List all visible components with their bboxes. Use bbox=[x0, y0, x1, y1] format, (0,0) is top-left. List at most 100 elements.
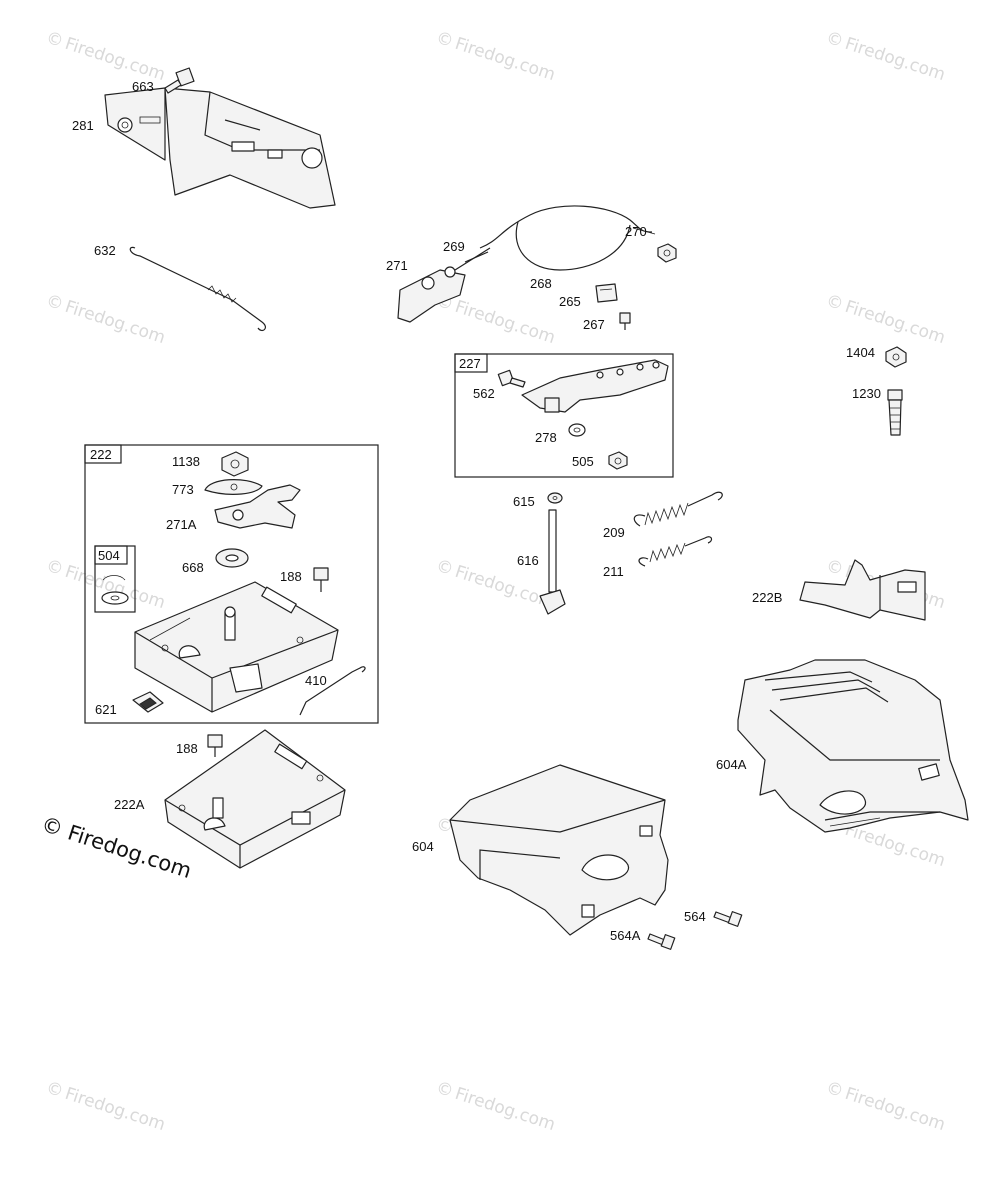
group-box-504-tag bbox=[94, 545, 128, 565]
part-564-screw bbox=[713, 911, 743, 927]
callout-668: 668 bbox=[182, 560, 204, 575]
watermark-copyright-icon: © bbox=[43, 556, 65, 580]
part-265-clip bbox=[595, 283, 618, 303]
callout-211: 211 bbox=[603, 564, 624, 579]
part-410-link bbox=[299, 666, 366, 716]
callout-1230: 1230 bbox=[852, 386, 881, 401]
watermark-text: Firedog.com bbox=[842, 297, 947, 348]
watermark-copyright-icon: © bbox=[823, 28, 845, 52]
part-188-screw-b bbox=[207, 734, 223, 757]
callout-604: 604 bbox=[412, 839, 434, 854]
callout-188-b: 188 bbox=[176, 741, 198, 756]
part-562-bolt bbox=[497, 369, 526, 388]
watermark-copyright-icon: © bbox=[433, 28, 455, 52]
callout-632: 632 bbox=[94, 243, 116, 258]
callout-564A: 564A bbox=[610, 928, 641, 943]
group-box-227-tag bbox=[454, 353, 488, 373]
callout-281: 281 bbox=[72, 118, 94, 133]
watermark-text: Firedog.com bbox=[452, 1084, 557, 1135]
callout-604A: 604A bbox=[716, 757, 747, 772]
part-616-shaft bbox=[539, 509, 566, 615]
watermark-text: Firedog.com bbox=[62, 297, 167, 348]
part-632-rod-spring bbox=[129, 246, 266, 332]
part-621-clip bbox=[132, 691, 164, 713]
watermark-copyright-icon: © bbox=[43, 28, 65, 52]
watermark-text: Firedog.com bbox=[452, 297, 557, 348]
callout-labels: 663 281 632 269 271 268 270 265 267 227 … bbox=[72, 79, 881, 943]
callout-616: 616 bbox=[517, 553, 539, 568]
callout-410: 410 bbox=[305, 673, 327, 688]
watermark-text: Firedog.com bbox=[452, 34, 557, 85]
watermark-copyright-icon: © bbox=[823, 291, 845, 315]
part-267-screw bbox=[619, 312, 631, 330]
group-box-227 bbox=[454, 353, 674, 478]
part-663-bolt bbox=[164, 67, 195, 94]
callout-271A: 271A bbox=[166, 517, 197, 532]
watermark-text: Firedog.com bbox=[842, 34, 947, 85]
watermark-text: Firedog.com bbox=[452, 562, 557, 613]
callout-663: 663 bbox=[132, 79, 154, 94]
callout-1404: 1404 bbox=[846, 345, 875, 360]
part-268-cable bbox=[479, 205, 656, 271]
callout-222B: 222B bbox=[752, 590, 782, 605]
callout-222A: 222A bbox=[114, 797, 145, 812]
callout-621: 621 bbox=[95, 702, 117, 717]
box-label-504: 504 bbox=[98, 548, 120, 563]
box-label-227: 227 bbox=[459, 356, 481, 371]
part-1404-nut bbox=[885, 346, 907, 368]
part-504-items bbox=[101, 575, 129, 605]
callout-1138: 1138 bbox=[172, 454, 200, 469]
watermark-copyright-icon: © bbox=[823, 556, 845, 580]
part-222B-bracket bbox=[799, 559, 926, 621]
callout-268: 268 bbox=[530, 276, 552, 291]
watermark-copyright-icon: © bbox=[433, 556, 455, 580]
part-505-nut bbox=[608, 451, 628, 470]
callout-209: 209 bbox=[603, 525, 625, 540]
part-564A-screw bbox=[647, 933, 676, 950]
part-222A-plate bbox=[164, 729, 346, 869]
callout-564: 564 bbox=[684, 909, 706, 924]
group-box-222 bbox=[84, 444, 379, 724]
part-615-washer bbox=[547, 492, 563, 504]
part-188-screw-a bbox=[313, 567, 329, 592]
part-269-cable-end bbox=[454, 247, 491, 271]
part-278-washer bbox=[568, 423, 586, 437]
watermark-copyright-icon: © bbox=[43, 291, 65, 315]
part-271-lever bbox=[397, 266, 466, 323]
callout-188-a: 188 bbox=[280, 569, 302, 584]
callout-265: 265 bbox=[559, 294, 581, 309]
callout-615: 615 bbox=[513, 494, 535, 509]
callout-562: 562 bbox=[473, 386, 495, 401]
watermark-copyright-icon: © bbox=[43, 1078, 65, 1102]
callout-773: 773 bbox=[172, 482, 194, 497]
part-271A-lever bbox=[214, 484, 301, 529]
callout-267: 267 bbox=[583, 317, 605, 332]
part-604A-shroud bbox=[737, 659, 969, 833]
part-209-spring bbox=[633, 491, 723, 527]
callout-270: 270 bbox=[625, 224, 647, 239]
part-270-nut bbox=[657, 243, 677, 263]
watermark-copyright-icon: © bbox=[433, 1078, 455, 1102]
part-222-control-plate bbox=[134, 581, 339, 713]
watermark-text: Firedog.com bbox=[842, 820, 947, 871]
part-604-shroud bbox=[449, 764, 669, 936]
part-281-bracket bbox=[104, 87, 336, 209]
part-227-governor-lever bbox=[521, 359, 669, 413]
callout-271: 271 bbox=[386, 258, 408, 273]
callout-505: 505 bbox=[572, 454, 594, 469]
watermark-text: Firedog.com bbox=[62, 1084, 167, 1135]
watermark-text: Firedog.com bbox=[842, 1084, 947, 1135]
callout-278: 278 bbox=[535, 430, 557, 445]
part-211-spring bbox=[638, 536, 713, 567]
watermark-text: Firedog.com bbox=[62, 562, 167, 613]
watermark-copyright-icon: © bbox=[823, 1078, 845, 1102]
part-1138-nut bbox=[221, 451, 249, 477]
watermark-text: Firedog.com bbox=[62, 34, 167, 85]
part-1230-stud bbox=[887, 389, 903, 436]
group-box-222-tag bbox=[84, 444, 122, 464]
callout-269: 269 bbox=[443, 239, 465, 254]
part-668-washer bbox=[215, 548, 249, 568]
box-label-222: 222 bbox=[90, 447, 112, 462]
part-773-plate bbox=[204, 479, 263, 495]
